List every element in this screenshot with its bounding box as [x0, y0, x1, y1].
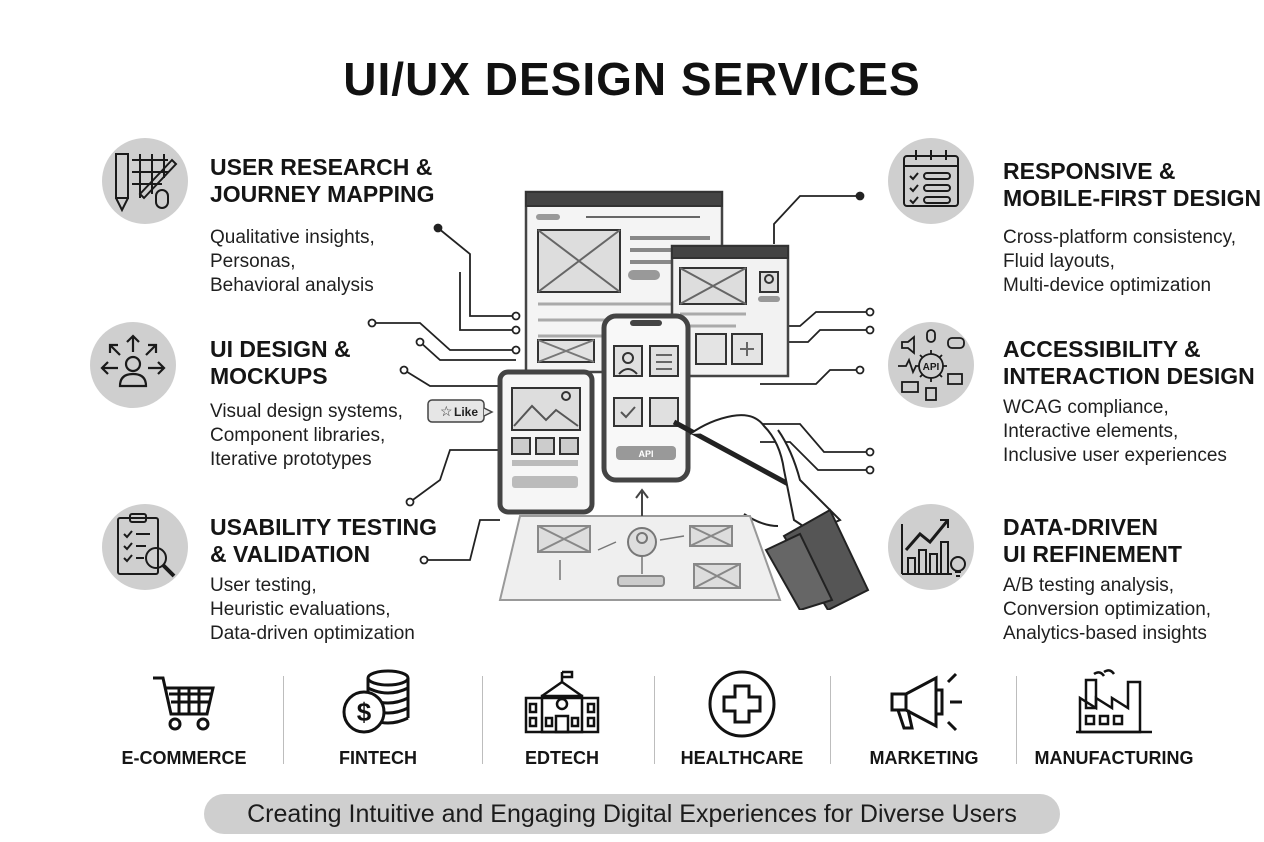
divider	[482, 676, 483, 764]
service-desc-data-driven: A/B testing analysis,Conversion optimiza…	[1003, 575, 1212, 644]
industry-healthcare	[662, 668, 822, 740]
service-title-responsive: RESPONSIVE &MOBILE-FIRST DESIGN	[1003, 158, 1262, 211]
megaphone-icon	[890, 672, 962, 732]
user-arrows-icon	[90, 322, 176, 408]
central-wireframe-illustration: ☆ Like API	[367, 190, 875, 610]
industry-ecommerce	[104, 668, 264, 738]
medical-cross-icon	[708, 670, 776, 738]
divider	[283, 676, 284, 764]
flow-diagram-sheet	[498, 488, 782, 601]
side-window-wireframe	[670, 244, 790, 378]
like-bubble: ☆ Like	[427, 399, 494, 423]
industry-fintech: $	[298, 668, 458, 738]
divider	[830, 676, 831, 764]
api-label: API	[638, 449, 653, 459]
industry-label-edtech: EDTECH	[524, 748, 599, 768]
service-title-accessibility: ACCESSIBILITY &INTERACTION DESIGN	[1003, 336, 1255, 389]
service-title-ui-design: UI DESIGN &MOCKUPS	[210, 336, 351, 389]
industry-label-manufacturing: MANUFACTURING	[1034, 748, 1194, 768]
service-desc-ui-design: Visual design systems,Component librarie…	[210, 401, 403, 470]
service-desc-usability: User testing,Heuristic evaluations,Data-…	[210, 575, 415, 644]
service-title-user-research: USER RESEARCH &JOURNEY MAPPING	[210, 154, 435, 207]
page-title: UI/UX DESIGN SERVICES	[343, 53, 921, 105]
tagline-banner: Creating Intuitive and Engaging Digital …	[204, 794, 1060, 834]
industry-label-marketing: MARKETING	[869, 748, 979, 768]
coins-dollar-icon: $	[342, 669, 410, 734]
divider	[654, 676, 655, 764]
industry-manufacturing	[1034, 668, 1194, 738]
calendar-checklist-icon	[888, 138, 974, 224]
school-building-icon	[524, 670, 600, 734]
industry-label-ecommerce: E-COMMERCE	[121, 748, 247, 768]
clipboard-magnifier-icon	[102, 504, 188, 590]
industry-label-healthcare: HEALTHCARE	[680, 748, 804, 768]
api-gear-icon: API	[888, 322, 974, 408]
industry-label-fintech: FINTECH	[339, 748, 417, 768]
connector-lines-left	[367, 223, 521, 565]
svg-text:API: API	[923, 362, 940, 373]
svg-text:☆: ☆	[440, 403, 453, 419]
service-desc-accessibility: WCAG compliance,Interactive elements,Inc…	[1003, 397, 1227, 466]
phone-wireframe: API	[601, 313, 691, 483]
factory-icon	[1076, 669, 1152, 734]
industry-edtech	[482, 668, 642, 738]
shopping-cart-icon	[153, 676, 215, 731]
service-desc-user-research: Qualitative insights,Personas,Behavioral…	[210, 227, 375, 296]
service-desc-responsive: Cross-platform consistency,Fluid layouts…	[1003, 227, 1236, 296]
svg-text:$: $	[357, 697, 372, 727]
divider	[1016, 676, 1017, 764]
growth-chart-bulb-icon	[888, 504, 974, 590]
research-pencil-grid-icon	[102, 138, 188, 224]
service-title-usability: USABILITY TESTING& VALIDATION	[210, 514, 438, 567]
like-label: Like	[454, 405, 478, 419]
tablet-wireframe	[497, 369, 595, 515]
industry-marketing	[844, 668, 1004, 738]
